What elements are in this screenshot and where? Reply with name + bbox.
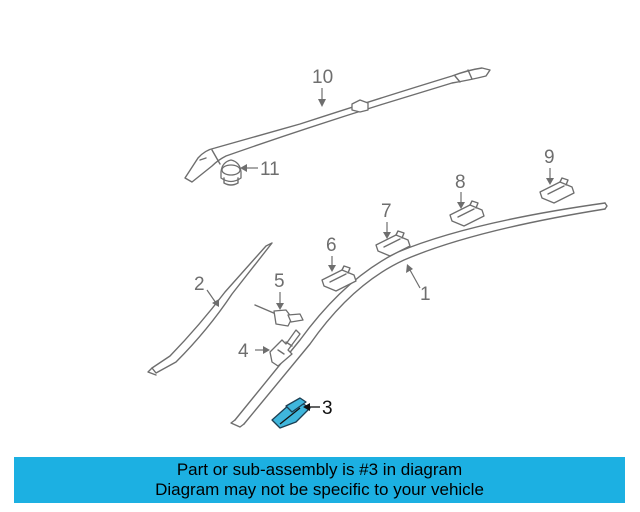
callout-3: 3 xyxy=(322,398,333,419)
part-10-roof-rail[interactable] xyxy=(184,67,491,183)
arrow-8 xyxy=(457,202,465,209)
banner-line-2: Diagram may not be specific to your vehi… xyxy=(155,480,484,499)
arrow-6 xyxy=(328,265,336,272)
callout-4: 4 xyxy=(238,341,249,362)
leader-2 xyxy=(206,289,217,304)
banner-line-1: Part or sub-assembly is #3 in diagram xyxy=(176,460,463,479)
part-7-clip[interactable] xyxy=(375,230,411,257)
arrow-11 xyxy=(240,164,247,172)
arrow-4 xyxy=(263,346,270,354)
callout-9: 9 xyxy=(544,147,555,168)
part-11-nut[interactable] xyxy=(220,159,242,186)
part-3-end-cap-highlighted[interactable] xyxy=(271,397,311,429)
callout-5: 5 xyxy=(274,271,285,292)
arrow-7 xyxy=(383,232,391,239)
leader-1 xyxy=(409,269,421,289)
part-9-clip[interactable] xyxy=(539,177,575,204)
callout-6: 6 xyxy=(326,235,337,256)
callout-10: 10 xyxy=(312,67,333,88)
arrow-3 xyxy=(303,403,310,411)
arrow-2 xyxy=(212,299,219,307)
arrow-1 xyxy=(406,264,413,273)
info-banner: Part or sub-assembly is #3 in diagram Di… xyxy=(14,457,625,503)
arrow-10 xyxy=(318,99,326,107)
callout-2: 2 xyxy=(194,274,205,295)
parts-diagram: 10 11 1 2 5 4 xyxy=(147,67,608,429)
part-4-bracket[interactable] xyxy=(269,329,301,367)
part-8-clip[interactable] xyxy=(449,200,485,227)
callout-1: 1 xyxy=(420,284,431,305)
callout-7: 7 xyxy=(381,201,392,222)
arrow-5 xyxy=(276,303,284,310)
part-5-screw[interactable] xyxy=(254,304,304,327)
arrow-9 xyxy=(546,178,554,185)
part-2-pillar-molding[interactable] xyxy=(147,242,273,376)
callout-8: 8 xyxy=(455,172,466,193)
callout-11: 11 xyxy=(260,159,280,180)
part-6-clip[interactable] xyxy=(321,265,357,292)
